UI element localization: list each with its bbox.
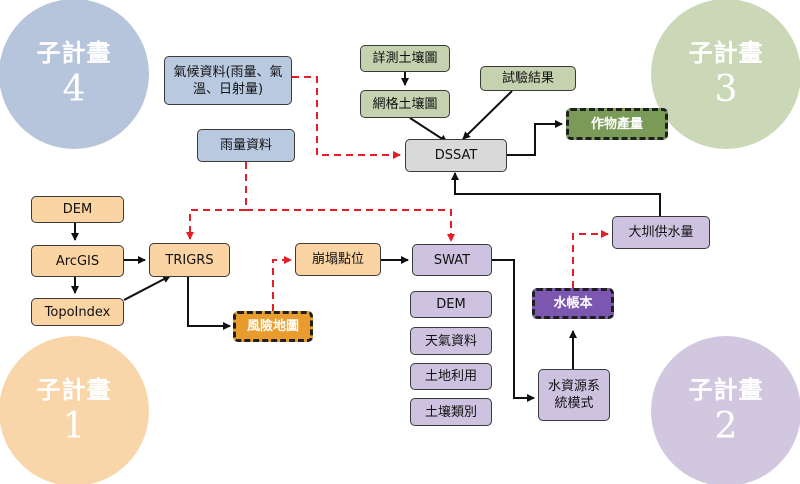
- subproject-1-number: 1: [62, 406, 86, 447]
- subproject-2-title: 子計畫: [688, 375, 764, 404]
- subproject-2-number: 2: [714, 406, 738, 447]
- edge-topoindex-to-trigrs: [123, 275, 171, 301]
- subproject-4-circle: 子計畫 4: [0, 0, 149, 149]
- node-topoindex: TopoIndex: [31, 298, 124, 326]
- node-weather-data: 天氣資料: [410, 327, 492, 355]
- node-soil-survey-map: 詳測土壤圖: [360, 45, 450, 72]
- node-arcgis: ArcGIS: [31, 245, 124, 277]
- node-dssat: DSSAT: [405, 139, 507, 172]
- subproject-4-title: 子計畫: [36, 38, 112, 67]
- node-canal-water-supply: 大圳供水量: [612, 216, 710, 249]
- node-crop-yield: 作物產量: [566, 108, 668, 140]
- subproject-1-title: 子計畫: [36, 375, 112, 404]
- node-grid-soil-map: 網格土壤圖: [360, 90, 450, 118]
- node-soil-type: 土壤類別: [410, 398, 492, 426]
- node-landslide-points: 崩塌點位: [295, 243, 381, 276]
- edge-trigrs-to-risk-map: [187, 277, 231, 330]
- node-swat: SWAT: [412, 244, 492, 276]
- node-trigrs: TRIGRS: [149, 243, 230, 277]
- subproject-3-title: 子計畫: [688, 38, 764, 67]
- edge-risk-map-to-landslide: [272, 256, 292, 311]
- edge-test-result-to-dssat: [462, 90, 513, 140]
- node-swat-dem: DEM: [410, 291, 492, 318]
- node-water-resource-model: 水資源系統模式: [538, 369, 610, 421]
- node-rainfall-data: 雨量資料: [197, 129, 295, 162]
- edge-swat-to-water-system: [492, 259, 535, 402]
- edge-rainfall-to-swat: [246, 209, 455, 242]
- edge-rainfall-to-trigrs: [186, 162, 247, 240]
- edge-grid-soil-to-dssat: [409, 117, 448, 143]
- node-test-result: 試驗結果: [480, 66, 576, 91]
- edge-water-supply-to-dssat: [451, 172, 661, 216]
- node-dem: DEM: [31, 196, 124, 223]
- subproject-1-circle: 子計畫 1: [0, 336, 149, 484]
- subproject-4-number: 4: [62, 69, 86, 110]
- node-climate-data: 氣候資料(雨量、氣溫、日射量): [164, 56, 292, 105]
- edge-climate-to-dssat: [292, 76, 401, 159]
- node-risk-map: 風險地圖: [233, 311, 313, 342]
- edge-dssat-to-crop-yield: [507, 120, 563, 156]
- edge-water-book-to-water-supply: [572, 230, 609, 288]
- node-land-use: 土地利用: [410, 363, 492, 390]
- node-water-book: 水帳本: [532, 288, 614, 319]
- subproject-3-circle: 子計畫 3: [651, 0, 800, 149]
- subproject-2-circle: 子計畫 2: [651, 336, 800, 484]
- subproject-3-number: 3: [714, 69, 738, 110]
